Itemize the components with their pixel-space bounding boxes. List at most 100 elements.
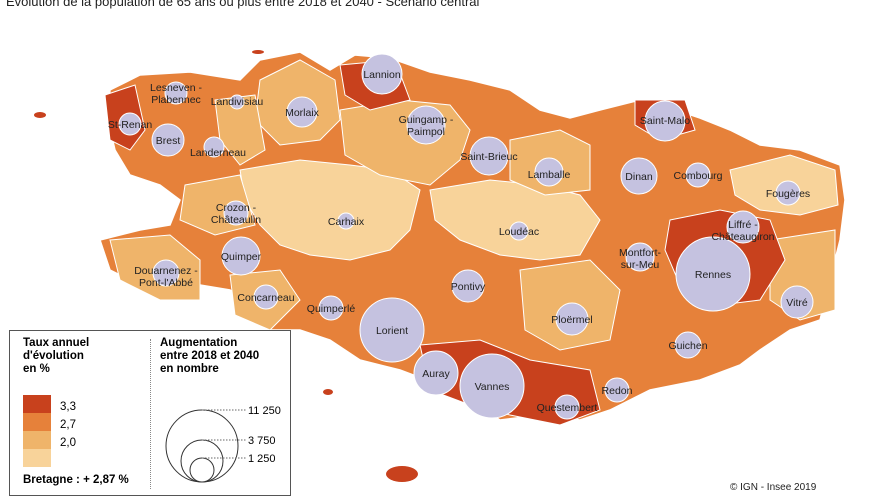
legend-size-value-medium: 3 750 bbox=[248, 435, 276, 447]
legend-size-title-line3: en nombre bbox=[160, 363, 219, 375]
bubble-quimperle bbox=[318, 295, 344, 321]
label-questembert: Questembert bbox=[537, 402, 598, 414]
label-pont-labbe: Pont-l'Abbé bbox=[139, 277, 193, 289]
label-guichen: Guichen bbox=[668, 340, 707, 352]
bubble-brest bbox=[151, 123, 185, 157]
legend-regional-rate: Bretagne : + 2,87 % bbox=[23, 474, 129, 486]
bubble-fougeres bbox=[775, 180, 801, 206]
island-groix bbox=[323, 389, 333, 395]
bubble-landivisiau bbox=[229, 94, 245, 110]
bubble-ploermel bbox=[555, 302, 589, 336]
label-auray: Auray bbox=[422, 368, 450, 380]
bubble-st-renan bbox=[118, 112, 142, 136]
bubble-liffre bbox=[726, 210, 760, 244]
label-vannes: Vannes bbox=[475, 381, 510, 393]
island-batz bbox=[252, 50, 264, 54]
map-title: Évolution de la population de 65 ans ou … bbox=[6, 0, 480, 9]
bubble-redon bbox=[604, 377, 630, 403]
bubble-quimper bbox=[221, 236, 261, 276]
label-chateaugiron: Châteaugiron bbox=[711, 231, 774, 243]
legend-circle-small bbox=[189, 457, 215, 483]
label-saint-brieuc: Saint-Brieuc bbox=[460, 151, 517, 163]
bubble-questembert bbox=[554, 394, 580, 420]
bubble-guingamp bbox=[406, 105, 446, 145]
label-paimpol: Paimpol bbox=[407, 126, 445, 138]
legend-rate-title: Taux annuel d'évolution en % bbox=[23, 337, 89, 376]
bubble-lamballe bbox=[534, 157, 564, 187]
label-sur-meu: sur-Meu bbox=[621, 259, 660, 271]
bubble-carhaix bbox=[337, 212, 355, 230]
label-saint-malo: Saint-Malo bbox=[640, 115, 690, 127]
bubble-vitre bbox=[780, 285, 814, 319]
island-ouessant bbox=[34, 112, 46, 118]
legend: Taux annuel d'évolution en % 3,3 2,7 2,0… bbox=[9, 330, 291, 496]
legend-size-value-large: 11 250 bbox=[248, 405, 281, 417]
label-guingamp: Guingamp - bbox=[399, 114, 454, 126]
label-pontivy: Pontivy bbox=[451, 281, 486, 293]
bubble-saint-malo bbox=[644, 100, 686, 142]
label-ploermel: Ploërmel bbox=[551, 314, 592, 326]
source-credit: © IGN - Insee 2019 bbox=[730, 482, 817, 493]
bubble-auray bbox=[413, 350, 459, 396]
legend-size-title-line2: entre 2018 et 2040 bbox=[160, 350, 260, 362]
label-morlaix: Morlaix bbox=[285, 107, 320, 119]
label-rennes: Rennes bbox=[695, 269, 731, 281]
bubble-concarneau bbox=[253, 284, 279, 310]
bubbles bbox=[118, 53, 814, 420]
label-carhaix: Carhaix bbox=[328, 216, 365, 228]
label-crozon: Crozon - bbox=[216, 202, 257, 214]
bubble-rennes bbox=[675, 236, 751, 312]
legend-size-title-line1: Augmentation bbox=[160, 337, 238, 349]
legend-size-title: Augmentation entre 2018 et 2040 en nombr… bbox=[160, 337, 259, 376]
bubble-lannion bbox=[361, 53, 403, 95]
bubble-morlaix bbox=[286, 96, 318, 128]
legend-break-3: 2,0 bbox=[60, 437, 76, 449]
legend-rate-title-line2: d'évolution bbox=[23, 350, 84, 362]
label-chateaulin: Châteaulin bbox=[211, 214, 261, 226]
legend-size-value-small: 1 250 bbox=[248, 453, 276, 465]
bubble-saint-brieuc bbox=[469, 136, 509, 176]
label-loudeac: Loudéac bbox=[499, 226, 539, 238]
label-concarneau: Concarneau bbox=[237, 292, 294, 304]
bubble-crozon bbox=[223, 200, 249, 226]
label-lamballe: Lamballe bbox=[528, 169, 571, 181]
bubble-pontivy bbox=[451, 269, 485, 303]
label-landerneau: Landerneau bbox=[190, 147, 246, 159]
label-combourg: Combourg bbox=[673, 170, 722, 182]
bubble-lorient bbox=[359, 297, 425, 363]
legend-rate-title-line3: en % bbox=[23, 363, 50, 375]
island-belle-ile bbox=[386, 466, 418, 482]
bubble-douarnenez bbox=[152, 259, 180, 287]
label-brest: Brest bbox=[156, 135, 181, 147]
legend-swatch-4 bbox=[23, 449, 51, 467]
bubble-dinan bbox=[620, 157, 658, 195]
bubble-combourg bbox=[685, 162, 711, 188]
bubble-lesneven bbox=[164, 81, 188, 105]
label-dinan: Dinan bbox=[625, 171, 653, 183]
label-redon: Redon bbox=[602, 385, 633, 397]
zone-landivisiau bbox=[214, 94, 266, 166]
legend-separator bbox=[150, 339, 151, 489]
label-douarnenez: Douarnenez - bbox=[134, 265, 198, 277]
bubble-loudeac bbox=[509, 221, 529, 241]
label-vitre: Vitré bbox=[786, 297, 808, 309]
legend-break-1: 3,3 bbox=[60, 401, 76, 413]
label-landivisiau: Landivisiau bbox=[211, 96, 264, 108]
label-plabennec: Plabennec bbox=[151, 94, 201, 106]
legend-rate-title-line1: Taux annuel bbox=[23, 337, 90, 349]
label-quimper: Quimper bbox=[221, 251, 262, 263]
legend-swatch-1 bbox=[23, 395, 51, 413]
zone-carhaix bbox=[239, 159, 421, 261]
label-quimperle: Quimperlé bbox=[307, 303, 356, 315]
label-lesneven: Lesneven - bbox=[150, 82, 202, 94]
legend-swatch-3 bbox=[23, 431, 51, 449]
label-st-renan: St-Renan bbox=[108, 119, 153, 131]
label-lannion: Lannion bbox=[363, 69, 401, 81]
label-liffre: Liffré - bbox=[728, 219, 758, 231]
label-lorient: Lorient bbox=[376, 325, 408, 337]
label-montfort: Montfort- bbox=[619, 247, 662, 259]
bubble-guichen bbox=[674, 331, 702, 359]
legend-swatch-2 bbox=[23, 413, 51, 431]
bubble-landerneau bbox=[203, 136, 225, 158]
